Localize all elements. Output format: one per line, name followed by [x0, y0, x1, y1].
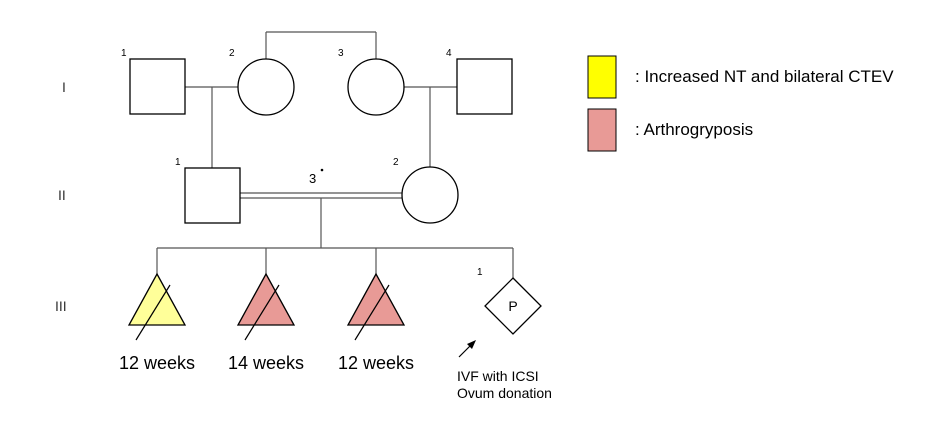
- generation-label-i: I: [62, 79, 66, 95]
- individual-number-iii1: 1: [477, 267, 483, 278]
- legend-label-arthrogryposis: : Arthrogryposis: [635, 120, 753, 139]
- deceased-slash-3: [354, 284, 390, 341]
- male-symbol-ii1: [184, 167, 241, 224]
- individual-number-i2: 2: [229, 48, 235, 59]
- pregnancy-loss-triangle-1: [127, 272, 187, 326]
- individual-number-i3: 3: [338, 48, 344, 59]
- male-symbol-i1: [129, 58, 186, 115]
- individual-number-i4: 4: [446, 48, 452, 59]
- deceased-slash-1: [135, 284, 171, 341]
- note-line-ivf: IVF with ICSI: [457, 368, 539, 384]
- degree-dot: [320, 168, 324, 172]
- sibship-count-label: 3: [309, 171, 316, 186]
- individual-number-ii1: 1: [175, 157, 181, 168]
- pregnancy-age-label-2: 14 weeks: [228, 353, 304, 373]
- pregnancy-age-label-1: 12 weeks: [119, 353, 195, 373]
- note-line-ovum: Ovum donation: [457, 385, 552, 401]
- pregnancy-loss-triangle-3: [346, 272, 406, 326]
- female-symbol-i2: [237, 58, 295, 116]
- deceased-slash-2: [244, 284, 280, 341]
- pregnancy-loss-triangle-2: [236, 272, 296, 326]
- legend-swatch-ctev: [587, 55, 617, 99]
- female-symbol-i3: [347, 58, 405, 116]
- legend-swatch-arthrogryposis: [587, 108, 617, 152]
- individual-number-i1: 1: [121, 48, 127, 59]
- generation-label-ii: II: [58, 187, 66, 203]
- arrow-head: [467, 340, 476, 349]
- female-symbol-ii2: [401, 166, 459, 224]
- individual-number-ii2: 2: [393, 157, 399, 168]
- male-symbol-i4: [456, 58, 513, 115]
- generation-label-iii: III: [55, 298, 67, 314]
- pregnancy-symbol-label: P: [508, 298, 517, 314]
- pregnancy-diamond-symbol: [484, 277, 542, 335]
- legend-label-ctev: : Increased NT and bilateral CTEV: [635, 67, 894, 86]
- pregnancy-age-label-3: 12 weeks: [338, 353, 414, 373]
